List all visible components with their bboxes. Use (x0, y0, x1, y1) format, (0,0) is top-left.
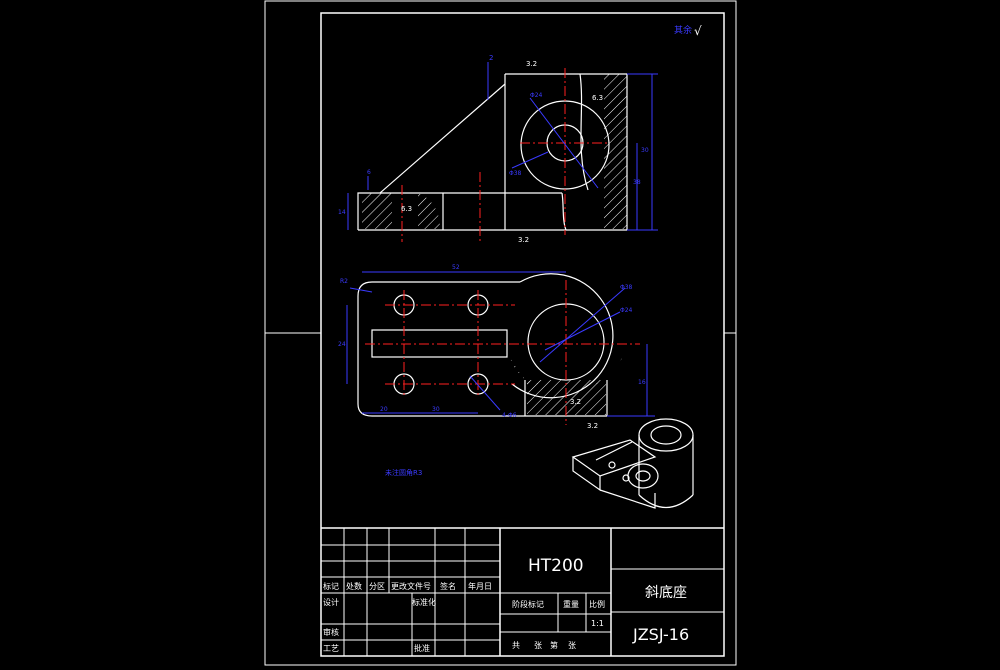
roughness-note: 其余 √ (674, 24, 702, 38)
tb-h-count: 处数 (346, 581, 362, 591)
fv-roughness-top: 3.2 (526, 60, 537, 68)
tb-h-date: 年月日 (468, 581, 492, 591)
roughness-note-symbol: √ (694, 24, 702, 38)
tv-dim-width: 24 (338, 341, 346, 348)
tv-dim-bore: Φ24 (620, 307, 633, 314)
tv-dim-hole-1: 20 (380, 406, 388, 413)
tb-h-process: 工艺 (323, 644, 339, 653)
tb-h-scale: 比例 (589, 599, 605, 609)
tb-h-design: 设计 (323, 597, 339, 607)
title-block-text: HT200 斜底座 JZSJ-16 1:1 标记 处数 分区 更改文件号 签名 … (323, 556, 689, 653)
tech-note: 未注圆角R3 (385, 468, 422, 477)
front-view-section-hatching (362, 74, 627, 229)
tv-dim-overall: 52 (452, 264, 460, 271)
tb-h-no: 第 (550, 640, 558, 650)
top-view: 52 R2 Φ38 Φ24 24 16 20 30 4-Φ6 3.2 3.2 (338, 264, 655, 430)
tb-scale-value: 1:1 (591, 619, 604, 628)
tb-h-total: 共 (512, 641, 520, 650)
fv-dim-height: 38 (633, 179, 641, 186)
isometric-view (571, 418, 694, 509)
tb-h-approve: 批准 (414, 643, 430, 653)
tb-h-sheet: 张 (568, 641, 576, 650)
title-block-grid (321, 527, 724, 656)
tb-part-name: 斜底座 (645, 585, 687, 601)
top-view-dimensions (346, 271, 655, 417)
tv-dim-bore-outer: Φ38 (620, 284, 633, 291)
tb-drawing-number: JZSJ-16 (632, 625, 689, 644)
fv-bore-dia: Φ24 (530, 92, 543, 99)
tv-roughness-top-view: 3.2 (570, 398, 581, 406)
top-view-centerlines (365, 280, 640, 425)
fv-bore-outer: Φ38 (509, 170, 522, 177)
front-view: 2 3.2 Φ24 Φ38 6.3 30 38 6 14 6.3 3.2 (338, 54, 658, 244)
roughness-note-text: 其余 (674, 24, 692, 36)
front-view-outline (357, 73, 628, 231)
tv-roughness-bottom-view: 3.2 (587, 422, 598, 430)
fv-roughness-bore: 6.3 (592, 94, 603, 102)
fv-roughness-section: 6.3 (401, 205, 412, 213)
fv-dim-left-small: 6 (367, 169, 371, 176)
sheet-borders (264, 0, 737, 666)
tb-h-standardize: 标准化 (412, 597, 436, 607)
tv-dim-hole-2: 30 (432, 406, 440, 413)
fv-dim-top-step: 2 (489, 54, 493, 62)
tb-h-mark: 标记 (323, 581, 339, 591)
tv-dim-r: R2 (340, 278, 348, 285)
tv-dim-right-vertical: 16 (638, 379, 646, 386)
tb-h-zone: 分区 (369, 582, 385, 591)
fv-dim-right: 30 (641, 147, 649, 154)
tb-h-sheets: 张 (534, 641, 542, 650)
tb-material: HT200 (528, 556, 584, 576)
front-view-dimensions (347, 62, 658, 231)
inner-frame (320, 12, 725, 657)
fv-roughness-bottom: 3.2 (518, 236, 529, 244)
tb-h-change-doc: 更改文件号 (391, 581, 431, 591)
tb-h-weight: 重量 (563, 599, 579, 609)
tb-h-review: 审核 (323, 627, 339, 637)
front-view-centerlines (401, 68, 610, 242)
tb-h-stage-mark: 阶段标记 (512, 599, 544, 609)
tb-h-signature: 签名 (440, 581, 456, 591)
fv-dim-base: 14 (338, 209, 346, 216)
tv-dim-holes-note: 4-Φ6 (502, 412, 517, 419)
